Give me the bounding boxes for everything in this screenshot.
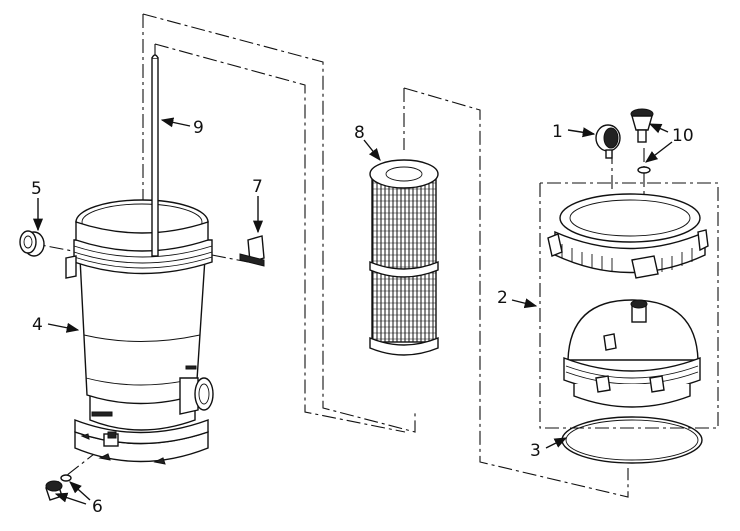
tank-lid	[563, 299, 701, 408]
retaining-clip	[239, 235, 265, 267]
callout-labels: 1 2 3 4 5 6 7 8 9 10	[31, 118, 694, 517]
callout-1: 1	[552, 122, 563, 142]
callout-4: 4	[32, 315, 43, 335]
pressure-gauge	[595, 124, 621, 159]
air-relief-valve	[630, 108, 654, 174]
callout-8: 8	[354, 123, 365, 143]
filter-cartridge	[369, 159, 439, 356]
air-relief-tube	[151, 54, 159, 257]
side-plug	[19, 230, 45, 257]
callout-3: 3	[530, 441, 541, 461]
callout-9: 9	[193, 118, 204, 138]
callout-7: 7	[252, 177, 263, 197]
leader-arrows	[32, 117, 673, 505]
callout-5: 5	[31, 179, 42, 199]
lock-ring	[547, 193, 709, 279]
drain-cap	[45, 474, 72, 501]
callout-10: 10	[672, 126, 694, 146]
callout-2: 2	[497, 288, 508, 308]
filter-tank-body	[65, 199, 214, 465]
lid-o-ring	[561, 416, 703, 464]
callout-6: 6	[92, 497, 103, 517]
